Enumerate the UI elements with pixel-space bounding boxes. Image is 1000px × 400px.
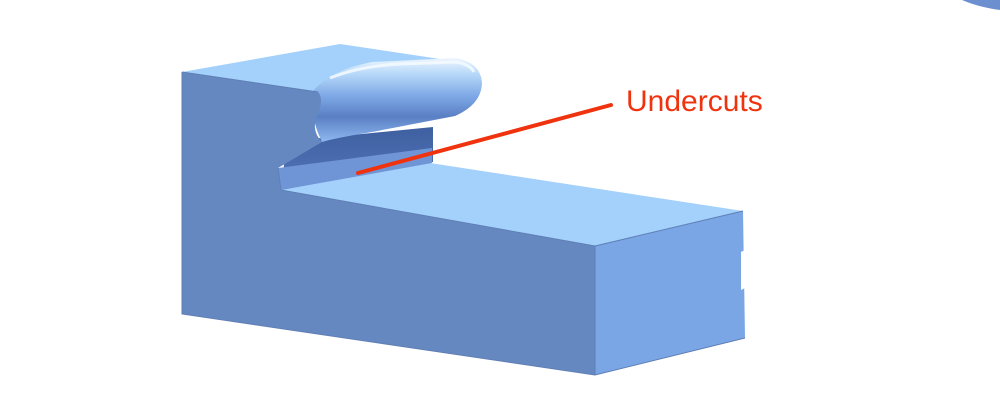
right-end-face-glint	[741, 250, 745, 290]
part-edges	[181, 71, 746, 376]
overhang-lip	[311, 58, 482, 142]
upright-top-face	[182, 44, 460, 92]
undercut-leader-line	[356, 103, 613, 175]
front-face	[182, 72, 595, 375]
undercut-ledge-face	[278, 148, 432, 190]
undercut-label: Undercuts	[626, 85, 763, 118]
right-end-face	[595, 211, 745, 375]
adjacent-part-fragment	[962, 0, 1000, 10]
overhang-lip-highlight	[329, 60, 476, 80]
machined-part	[181, 44, 746, 376]
lower-block-top-face	[281, 163, 743, 246]
